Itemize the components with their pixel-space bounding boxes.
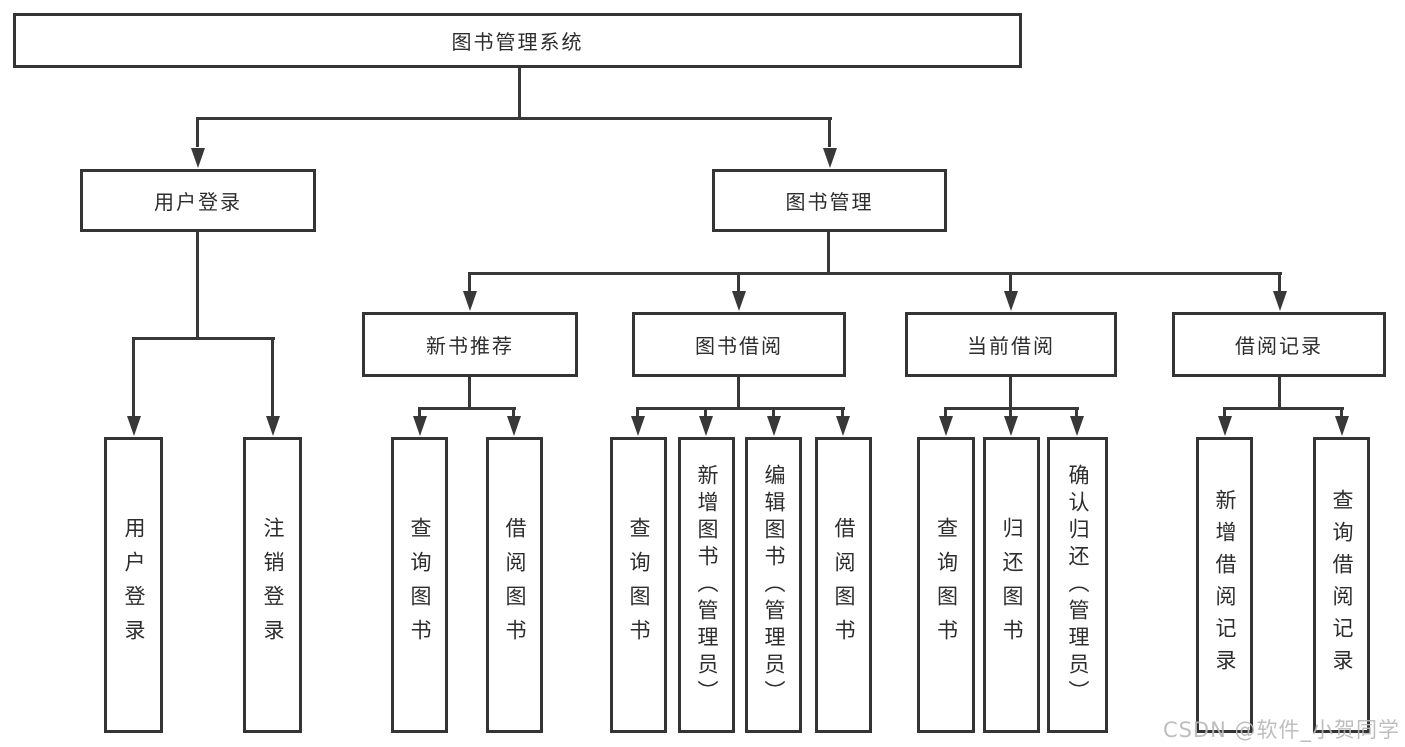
- connector-line: [1223, 407, 1226, 418]
- node-label-leaf-query-books-2: 查询图书: [627, 517, 651, 653]
- arrow-down-icon: [1070, 416, 1084, 436]
- node-label-leaf-user-login: 用户登录: [122, 517, 146, 653]
- connector-line: [469, 272, 1282, 275]
- node-label-leaf-confirm-return-admin: 确认归还（管理员）: [1066, 463, 1090, 707]
- csdn-watermark: CSDN @软件_小贺同学: [1162, 718, 1400, 742]
- node-user-login: 用户登录: [80, 169, 316, 232]
- connector-line: [944, 407, 947, 418]
- connector-line: [133, 337, 275, 340]
- connector-line: [1340, 407, 1343, 418]
- node-leaf-confirm-return-admin: 确认归还（管理员）: [1047, 437, 1108, 733]
- connector-line: [1009, 272, 1012, 293]
- node-leaf-logout: 注销登录: [243, 437, 302, 733]
- node-label-system-root: 图书管理系统: [451, 30, 584, 54]
- node-label-leaf-query-books-3: 查询图书: [934, 517, 959, 653]
- node-leaf-query-borrow-record: 查询借阅记录: [1313, 437, 1370, 733]
- node-system-root: 图书管理系统: [13, 13, 1022, 68]
- connector-line: [197, 117, 832, 120]
- connector-line: [841, 407, 844, 418]
- node-leaf-query-books-2: 查询图书: [610, 437, 667, 733]
- arrow-down-icon: [1004, 291, 1018, 311]
- node-leaf-borrow-books-1: 借阅图书: [486, 437, 543, 733]
- arrow-down-icon: [939, 416, 953, 436]
- connector-line: [1224, 407, 1344, 410]
- arrow-down-icon: [507, 416, 521, 436]
- node-label-current-borrowing: 当前借阅: [967, 334, 1055, 358]
- node-label-leaf-logout: 注销登录: [261, 517, 285, 653]
- node-label-leaf-borrow-books-2: 借阅图书: [832, 517, 856, 653]
- arrow-down-icon: [266, 416, 280, 436]
- arrow-down-icon: [1218, 416, 1232, 436]
- node-label-book-management: 图书管理: [785, 190, 874, 214]
- connector-line: [132, 337, 135, 417]
- connector-line: [418, 407, 421, 418]
- arrow-down-icon: [413, 416, 427, 436]
- connector-line: [196, 232, 199, 340]
- arrow-down-icon: [767, 416, 781, 436]
- connector-line: [1009, 407, 1012, 418]
- node-current-borrowing: 当前借阅: [905, 312, 1117, 377]
- connector-line: [468, 377, 471, 410]
- connector-line: [704, 407, 707, 418]
- node-label-leaf-query-books-1: 查询图书: [408, 517, 432, 653]
- connector-line: [636, 407, 639, 418]
- connector-line: [196, 117, 199, 147]
- connector-line: [1009, 377, 1012, 410]
- node-label-leaf-borrow-books-1: 借阅图书: [503, 517, 527, 653]
- node-book-borrowing: 图书借阅: [632, 312, 846, 377]
- node-label-borrowing-records: 借阅记录: [1235, 334, 1323, 358]
- connector-line: [637, 407, 845, 410]
- connector-line: [827, 232, 830, 275]
- node-label-leaf-add-book-admin: 新增图书（管理员）: [695, 463, 719, 707]
- arrow-down-icon: [836, 416, 850, 436]
- node-label-leaf-query-borrow-record: 查询借阅记录: [1330, 489, 1354, 681]
- node-leaf-edit-book-admin: 编辑图书（管理员）: [745, 437, 802, 733]
- node-leaf-return-book: 归还图书: [983, 437, 1040, 733]
- arrow-down-icon: [1273, 291, 1287, 311]
- node-leaf-query-books-3: 查询图书: [917, 437, 975, 733]
- arrow-down-icon: [1335, 416, 1349, 436]
- connector-line: [1075, 407, 1078, 418]
- arrow-down-icon: [463, 291, 477, 311]
- connector-line: [737, 272, 740, 293]
- arrow-down-icon: [732, 291, 746, 311]
- arrow-down-icon: [699, 416, 713, 436]
- connector-line: [772, 407, 775, 418]
- node-book-management: 图书管理: [712, 169, 947, 232]
- node-leaf-query-books-1: 查询图书: [391, 437, 448, 733]
- node-label-user-login: 用户登录: [154, 190, 242, 214]
- connector-line: [945, 407, 1079, 410]
- connector-line: [468, 272, 471, 293]
- node-leaf-add-borrow-record: 新增借阅记录: [1196, 437, 1253, 733]
- connector-line: [512, 407, 515, 418]
- node-leaf-user-login: 用户登录: [104, 437, 163, 733]
- arrow-down-icon: [1004, 416, 1018, 436]
- connector-line: [419, 407, 516, 410]
- arrow-down-icon: [631, 416, 645, 436]
- node-leaf-borrow-books-2: 借阅图书: [815, 437, 872, 733]
- connector-line: [828, 117, 831, 147]
- arrow-down-icon: [127, 416, 141, 436]
- node-label-new-book-recommendation: 新书推荐: [426, 334, 514, 358]
- node-label-leaf-return-book: 归还图书: [1000, 517, 1024, 653]
- node-label-leaf-edit-book-admin: 编辑图书（管理员）: [762, 463, 786, 707]
- node-label-book-borrowing: 图书借阅: [695, 334, 783, 358]
- connector-line: [1278, 272, 1281, 293]
- arrow-down-icon: [191, 148, 205, 168]
- connector-line: [1278, 377, 1281, 410]
- node-borrowing-records: 借阅记录: [1172, 312, 1386, 377]
- connector-line: [518, 68, 521, 120]
- arrow-down-icon: [823, 148, 837, 168]
- node-label-leaf-add-borrow-record: 新增借阅记录: [1213, 489, 1237, 681]
- connector-line: [737, 377, 740, 410]
- connector-line: [271, 337, 274, 417]
- node-new-book-recommendation: 新书推荐: [362, 312, 578, 377]
- node-leaf-add-book-admin: 新增图书（管理员）: [678, 437, 735, 733]
